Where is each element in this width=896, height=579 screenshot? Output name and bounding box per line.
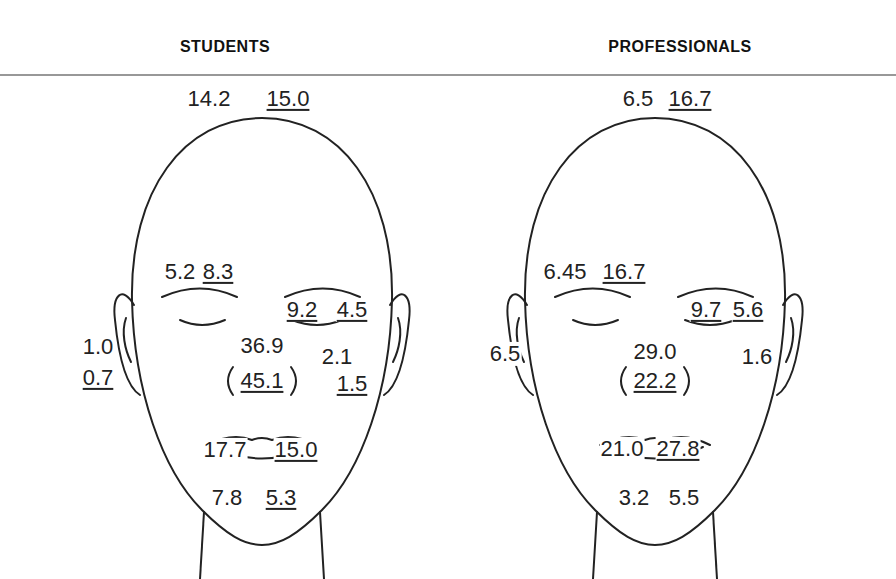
percentage-value: 8.3 xyxy=(202,260,235,284)
percentage-value: 5.5 xyxy=(668,486,701,510)
percentage-value: 6.45 xyxy=(543,260,588,284)
percentage-value: 5.6 xyxy=(732,298,765,322)
professional-face xyxy=(507,118,802,579)
percentage-value: 1.0 xyxy=(82,335,115,359)
percentage-value: 4.5 xyxy=(336,298,369,322)
percentage-value: 6.5 xyxy=(489,342,522,366)
percentage-value: 9.2 xyxy=(286,298,319,322)
percentage-value: 5.2 xyxy=(164,260,197,284)
percentage-value: 45.1 xyxy=(240,369,285,393)
percentage-value: 1.5 xyxy=(336,372,369,396)
percentage-value: 29.0 xyxy=(633,340,678,364)
percentage-value: 27.8 xyxy=(656,437,701,461)
percentage-value: 7.8 xyxy=(211,486,244,510)
percentage-value: 3.2 xyxy=(618,486,651,510)
percentage-value: 1.6 xyxy=(741,345,774,369)
percentage-value: 16.7 xyxy=(668,87,713,111)
percentage-value: 14.2 xyxy=(187,87,232,111)
group-heading: STUDENTS xyxy=(179,38,271,56)
percentage-value: 16.7 xyxy=(602,260,647,284)
group-heading: PROFESSIONALS xyxy=(607,38,752,56)
percentage-value: 5.3 xyxy=(265,486,298,510)
percentage-value: 21.0 xyxy=(600,437,645,461)
percentage-value: 0.7 xyxy=(82,366,115,390)
percentage-value: 15.0 xyxy=(266,87,311,111)
percentage-value: 9.7 xyxy=(690,298,723,322)
header-rule xyxy=(0,74,896,75)
percentage-value: 2.1 xyxy=(321,345,354,369)
percentage-value: 6.5 xyxy=(622,87,655,111)
percentage-value: 22.2 xyxy=(633,369,678,393)
percentage-value: 15.0 xyxy=(274,438,319,462)
percentage-value: 17.7 xyxy=(203,438,248,462)
student-face xyxy=(114,118,409,579)
percentage-value: 36.9 xyxy=(240,334,285,358)
